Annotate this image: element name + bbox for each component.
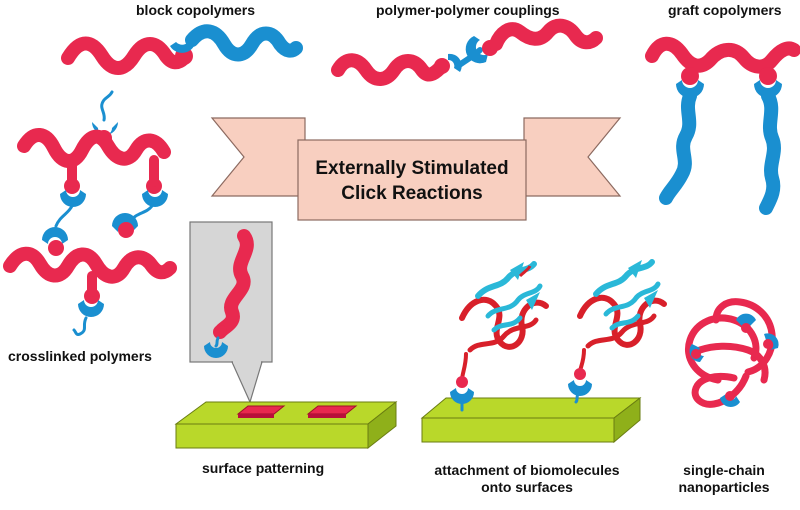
- label-polymer-couplings: polymer-polymer couplings: [376, 2, 560, 18]
- pattern-pad-1-side: [238, 414, 274, 418]
- xl-node-4: [48, 240, 64, 256]
- graft-side-chain-1: [659, 89, 697, 205]
- protein-1: [450, 261, 549, 412]
- banner-title: Externally Stimulated Click Reactions: [300, 142, 524, 220]
- label-biomolecule-attachment: attachment of biomolecules onto surfaces: [420, 462, 634, 496]
- substrate-2-side: [613, 396, 641, 444]
- graft-side-chain-2: [759, 89, 781, 215]
- graft-copolymer-illustration: [645, 36, 800, 215]
- xl-bottom-tail: [72, 316, 88, 336]
- label-biomolecule-line-1: attachment of biomolecules: [434, 462, 620, 478]
- scnp-node-1: [741, 323, 751, 333]
- callout-end: [213, 325, 227, 339]
- banner-right-tail: [523, 117, 622, 197]
- scnp-node-2: [691, 349, 701, 359]
- substrate-1-top: [174, 401, 398, 425]
- label-crosslinked-polymers: crosslinked polymers: [8, 348, 152, 364]
- xl-node-5: [118, 222, 134, 238]
- pattern-pad-2-side: [308, 414, 346, 418]
- label-scnp-line-1: single-chain: [683, 462, 765, 478]
- graft-cap-1: [676, 80, 704, 98]
- graft-junction-2: [759, 67, 777, 85]
- substrate-2-front: [421, 417, 615, 443]
- protein-2-cap: [568, 380, 592, 396]
- xl-cap-3: [142, 190, 168, 207]
- protein-2: [568, 259, 667, 404]
- callout-cap: [204, 342, 228, 358]
- callout-chain: [215, 229, 254, 337]
- banner-main: [297, 139, 527, 221]
- label-single-chain-nanoparticles: single-chain nanoparticles: [670, 462, 778, 496]
- left-red-end: [434, 58, 450, 74]
- scnp-loop-2: [712, 298, 776, 376]
- scnp-cap-1: [736, 313, 756, 326]
- label-surface-patterning: surface patterning: [202, 460, 325, 476]
- xl-chain-upper: [17, 128, 171, 168]
- callout-pointer: [231, 361, 263, 404]
- graft-backbone: [645, 36, 800, 74]
- protein-1-anchor: [456, 376, 468, 388]
- protein-2-anchor: [574, 368, 586, 380]
- callout-link: [214, 336, 220, 348]
- right-red-chain: [489, 18, 603, 51]
- substrate-1-front: [175, 423, 369, 449]
- xl-chain-lower: [3, 246, 177, 284]
- xl-cap-6: [78, 300, 104, 317]
- substrate-1-side: [367, 400, 397, 450]
- single-chain-nanoparticle-illustration: [685, 298, 779, 408]
- left-red-chain: [331, 53, 447, 86]
- banner-title-line-1: Externally Stimulated: [315, 158, 509, 179]
- xl-link-1: [54, 204, 74, 228]
- banner: [210, 117, 622, 221]
- banner-title-line-2: Click Reactions: [341, 183, 483, 204]
- label-biomolecule-line-2: onto surfaces: [481, 479, 573, 495]
- biomolecule-attachment-illustration: [420, 259, 667, 444]
- coupling-illustration: [331, 18, 603, 86]
- scnp-node-4: [725, 391, 735, 401]
- scnp-cap-3: [764, 333, 779, 350]
- surface-patterning-illustration: [174, 221, 398, 450]
- scnp-node-3: [763, 339, 773, 349]
- blue-block: [185, 24, 303, 62]
- label-block-copolymers: block copolymers: [136, 2, 256, 18]
- scnp-loop-4: [696, 342, 769, 384]
- protein-1-cap: [450, 388, 474, 404]
- label-scnp-line-2: nanoparticles: [678, 479, 770, 495]
- banner-left-tail: [210, 117, 306, 197]
- xl-top-tail: [100, 90, 114, 122]
- label-graft-copolymers: graft copolymers: [668, 2, 782, 18]
- crosslinked-polymer-illustration: [3, 90, 177, 336]
- scnp-loop-1: [685, 314, 760, 384]
- right-blue-cap: [465, 36, 488, 64]
- xl-cap-4: [42, 227, 68, 244]
- red-block: [61, 36, 191, 75]
- block-copolymer-illustration: [61, 24, 303, 75]
- xl-cap-2: [60, 190, 86, 207]
- graft-junction-1: [681, 67, 699, 85]
